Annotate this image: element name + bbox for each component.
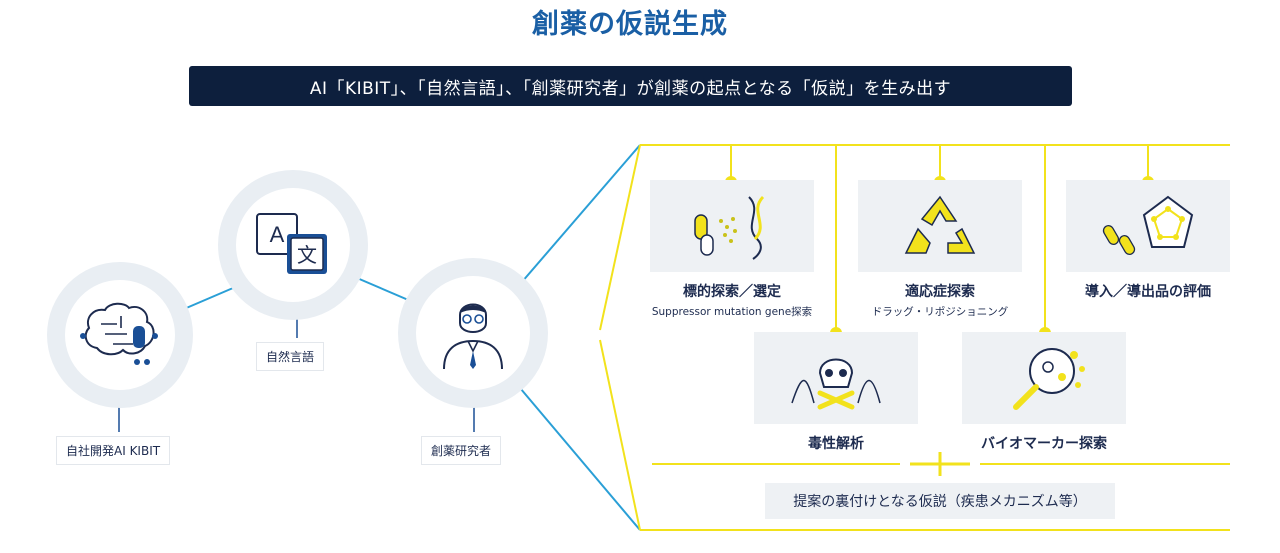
licensing-evaluation-label: 導入／導出品の評価 [1085,284,1211,300]
language-node: A 文 [218,170,368,320]
target-search-label: 標的探索／選定 [683,284,781,300]
language-label: 自然言語 [256,342,325,371]
radar-chart-icon [1102,195,1194,255]
magnifier-icon [1013,348,1085,410]
kibit-node [47,262,193,408]
toxicity-analysis-label: 毒性解析 [808,436,864,452]
licensing-evaluation-card [1066,180,1230,272]
indication-search-card [858,180,1022,272]
translate-icon: A 文 [256,213,327,274]
headline-banner: AI「KIBIT」、「自然言語」、「創薬研究者」が創薬の起点となる「仮説」を生み… [189,66,1072,106]
researcher-icon [443,303,503,370]
translate-kanji-glyph: 文 [297,243,317,267]
target-search-sub: Suppressor mutation gene探索 [651,306,813,318]
kibit-label: 自社開発AI KIBIT [56,436,171,465]
indication-search-label: 適応症探索 [905,284,975,300]
toxicity-analysis-card [754,332,918,424]
page-title: 創薬の仮説生成 [532,9,728,40]
hypothesis-box: 提案の裏付けとなる仮説（疾患メカニズム等） [765,483,1115,519]
biomarker-search-card [962,332,1126,424]
indication-search-sub: ドラッグ・リポジショニング [871,306,1009,318]
brain-circuit-icon [79,302,158,365]
translate-a-glyph: A [270,222,285,247]
researcher-label: 創薬研究者 [421,436,502,465]
recycle-icon [904,195,976,254]
researcher-node [398,258,548,408]
skull-icon [791,358,881,410]
capsule-dna-icon [694,195,765,260]
target-search-card [650,180,814,272]
biomarker-search-label: バイオマーカー探索 [981,436,1107,452]
